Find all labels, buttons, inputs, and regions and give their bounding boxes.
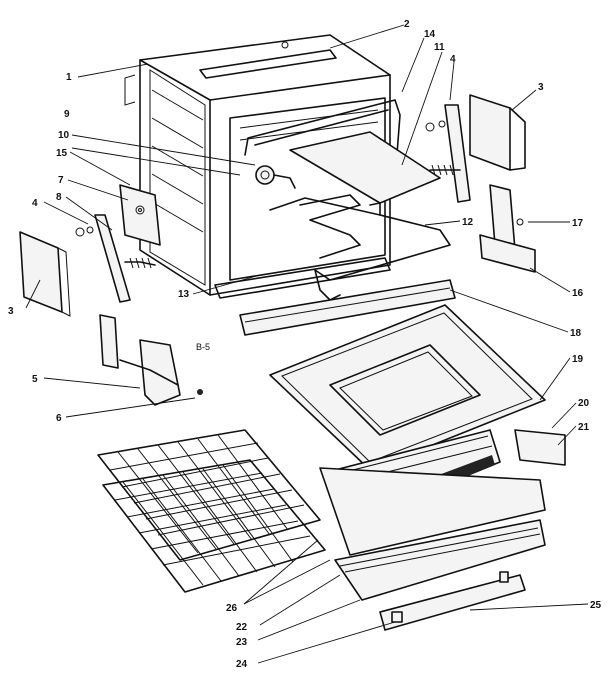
left-hinge-assembly — [75, 214, 156, 303]
callout-8: 8 — [56, 192, 62, 203]
section-note: B-5 — [196, 342, 210, 352]
bake-element — [269, 194, 451, 301]
callout-21: 21 — [578, 422, 590, 433]
kick-panel-trim — [379, 571, 526, 631]
storage-drawer — [319, 467, 546, 601]
callout-17: 17 — [572, 218, 584, 229]
callout-5: 5 — [32, 374, 38, 385]
callout-4-right: 4 — [450, 54, 456, 65]
callout-11: 11 — [434, 42, 445, 53]
callout-16: 16 — [572, 288, 584, 299]
callout-18: 18 — [570, 328, 582, 339]
callout-3-right: 3 — [538, 82, 544, 93]
callout-13: 13 — [178, 289, 190, 300]
right-side-panel — [469, 94, 526, 171]
callout-leader-lines — [25, 24, 589, 664]
left-hinge-bracket — [119, 184, 161, 246]
callout-24: 24 — [236, 659, 248, 670]
oven-cavity-body — [124, 34, 391, 299]
callout-3-left: 3 — [8, 306, 14, 317]
callout-7: 7 — [58, 175, 64, 186]
callout-26: 26 — [226, 603, 238, 614]
oven-sensor — [255, 165, 296, 189]
callout-19: 19 — [572, 354, 584, 365]
door-hinge-lower-left — [99, 314, 203, 406]
oven-door — [269, 304, 566, 471]
callout-25: 25 — [590, 600, 602, 611]
callout-labels: 1 2 3 3 4 4 5 6 7 8 9 10 11 12 13 14 15 … — [8, 19, 602, 670]
heat-deflector-plate — [289, 131, 441, 216]
callout-12: 12 — [462, 217, 474, 228]
callout-22: 22 — [236, 622, 248, 633]
callout-4-left: 4 — [32, 198, 38, 209]
callout-1: 1 — [66, 72, 72, 83]
right-hinge-assembly — [425, 104, 471, 203]
callout-2: 2 — [404, 19, 410, 30]
callout-15: 15 — [56, 148, 68, 159]
callout-6: 6 — [56, 413, 62, 424]
callout-14: 14 — [424, 29, 436, 40]
callout-10: 10 — [58, 130, 70, 141]
right-hinge-bracket — [479, 184, 536, 273]
callout-9: 9 — [64, 109, 70, 120]
callout-23: 23 — [236, 637, 248, 648]
callout-20: 20 — [578, 398, 590, 409]
left-side-panel — [19, 231, 71, 317]
bottom-front-trim — [239, 279, 456, 336]
oven-racks — [97, 429, 326, 593]
